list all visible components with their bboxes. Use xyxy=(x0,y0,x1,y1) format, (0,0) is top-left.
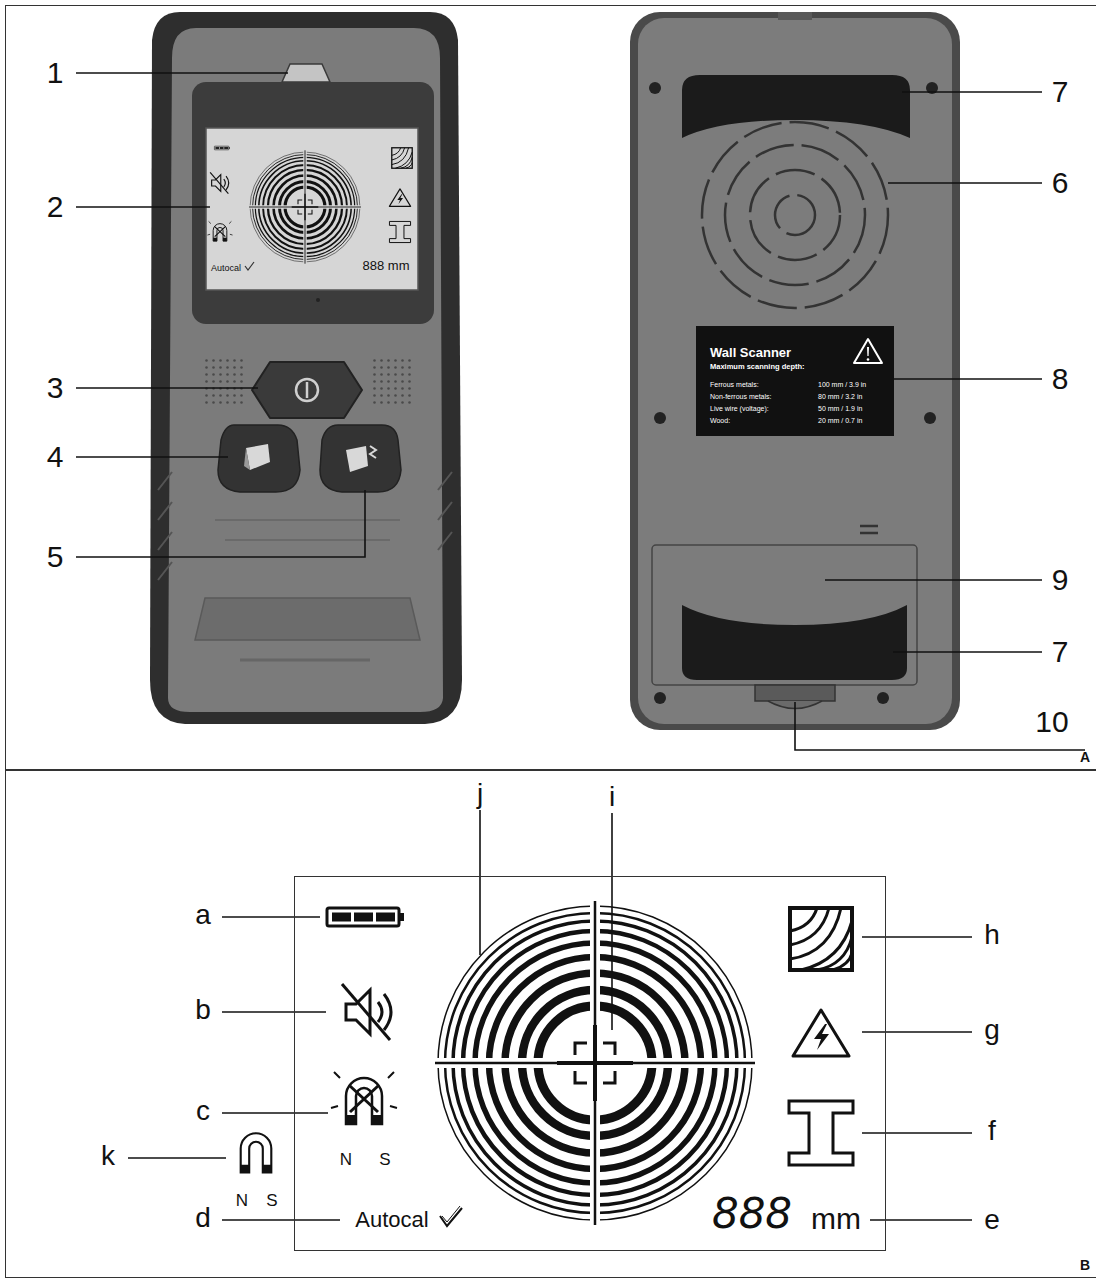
callout-letter: h xyxy=(984,921,1000,949)
sticker-text: Non-ferrous metals: xyxy=(710,393,771,400)
screen-text: Autocal xyxy=(211,264,241,273)
pole-letter: N xyxy=(236,1192,248,1209)
callout-number: 9 xyxy=(1052,565,1069,595)
warning-symbol xyxy=(852,336,884,366)
depth-digits: 888 xyxy=(712,1193,792,1235)
callout-letter: g xyxy=(984,1016,1000,1044)
sticker-text: Maximum scanning depth: xyxy=(710,363,805,371)
callout-letter: i xyxy=(609,783,615,811)
pole-letter: S xyxy=(266,1192,277,1209)
callout-number: 4 xyxy=(47,442,64,472)
sticker-value: 50 mm / 1.9 in xyxy=(818,405,862,412)
callout-number: 2 xyxy=(47,192,64,222)
figure-panel: Autocal 888 mm N S B xyxy=(5,770,1096,1278)
callout-number: 10 xyxy=(1035,707,1068,737)
figure-panel: Wall ScannerMaximum scanning depth: Ferro… xyxy=(5,5,1096,770)
callout-letter: a xyxy=(195,901,211,929)
screen-text: 888 mm xyxy=(363,259,410,272)
panel-letter: B xyxy=(1080,1258,1090,1272)
callout-letter: c xyxy=(196,1097,210,1125)
depth-unit: mm xyxy=(811,1204,861,1234)
sticker-value: 20 mm / 0.7 in xyxy=(818,417,862,424)
pole-letter: S xyxy=(379,1151,390,1168)
sticker-text: Live wire (voltage): xyxy=(710,405,769,412)
callout-letter: e xyxy=(984,1206,1000,1234)
sticker-text: Ferrous metals: xyxy=(710,381,759,388)
callout-letter: f xyxy=(988,1117,996,1145)
callout-number: 7 xyxy=(1052,637,1069,667)
callout-letter: k xyxy=(101,1142,115,1170)
callout-number: 5 xyxy=(47,542,64,572)
callout-number: 6 xyxy=(1052,168,1069,198)
sticker-value: 80 mm / 3.2 in xyxy=(818,393,862,400)
sticker-title: Wall Scanner xyxy=(710,346,791,359)
sticker-value: 100 mm / 3.9 in xyxy=(818,381,866,388)
autocal-indicator: Autocal xyxy=(355,1209,428,1231)
display-frame: Autocal 888 mm N S xyxy=(294,876,886,1251)
panel-letter: A xyxy=(1080,750,1090,764)
callout-letter: d xyxy=(195,1204,211,1232)
callout-number: 1 xyxy=(47,58,64,88)
callout-letter: b xyxy=(195,996,211,1024)
callout-number: 8 xyxy=(1052,364,1069,394)
callout-letter: j xyxy=(477,780,483,808)
pole-letter: N xyxy=(340,1151,352,1168)
callout-number: 7 xyxy=(1052,77,1069,107)
callout-number: 3 xyxy=(47,373,64,403)
label-sticker: Wall ScannerMaximum scanning depth: Ferro… xyxy=(696,326,894,436)
sticker-text: Wood: xyxy=(710,417,730,424)
